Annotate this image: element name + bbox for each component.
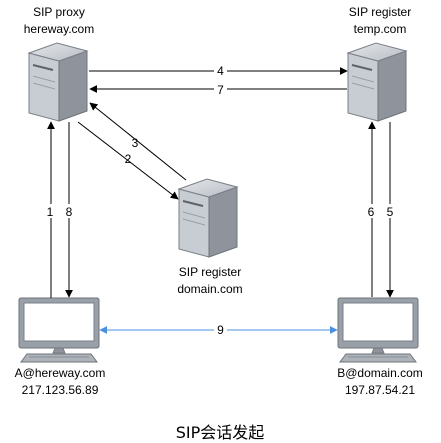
step-label-4: 4: [217, 64, 224, 78]
step-label-6: 6: [368, 205, 375, 219]
register-temp-server-icon: [347, 42, 407, 122]
client-b-computer-icon: [337, 297, 419, 363]
step-label-9: 9: [217, 323, 224, 337]
client-a-label-line1: A@hereway.com: [15, 366, 106, 380]
client-b-label-line1: B@domain.com: [337, 366, 423, 380]
client-b-label-line2: 197.87.54.21: [345, 383, 415, 397]
step-label-5: 5: [387, 205, 394, 219]
step-label-7: 7: [217, 83, 224, 97]
proxy-label-line2: hereway.com: [24, 22, 94, 36]
step-label-8: 8: [66, 205, 73, 219]
step-label-2: 2: [125, 152, 132, 166]
register-domain-label-line1: SIP register: [179, 265, 241, 279]
client-a-label-line2: 217.123.56.89: [22, 383, 99, 397]
step-label-3: 3: [132, 136, 139, 150]
register-temp-label-line1: SIP register: [349, 5, 411, 19]
proxy-label-line1: SIP proxy: [33, 5, 85, 19]
proxy-server-icon: [28, 42, 88, 122]
register-domain-server-icon: [178, 178, 238, 258]
step-label-1: 1: [47, 205, 54, 219]
register-domain-label-line2: domain.com: [177, 282, 242, 296]
arrow-step-2: [77, 121, 179, 200]
register-temp-label-line2: temp.com: [354, 22, 407, 36]
arrow-step-3: [89, 102, 187, 181]
diagram-caption: SIP会话发起: [176, 423, 265, 442]
client-a-computer-icon: [18, 297, 100, 363]
